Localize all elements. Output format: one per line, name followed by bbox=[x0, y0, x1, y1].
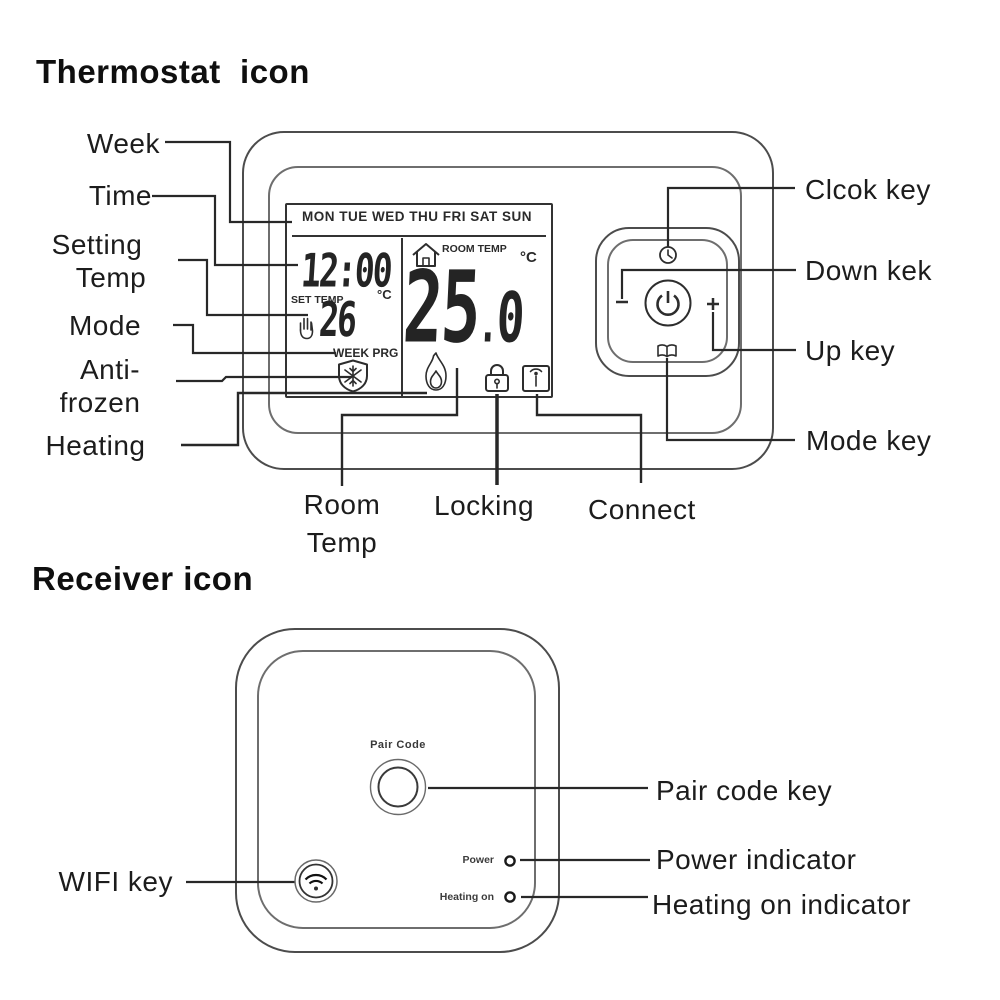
room-temp-integer: 25 bbox=[400, 250, 482, 366]
lcd-room-temp-unit: °C bbox=[520, 249, 537, 266]
label-setting-temp-line2: Temp bbox=[75, 262, 147, 293]
label-wifi-key: WIFI key bbox=[58, 866, 173, 897]
label-room-temp-line2: Temp bbox=[306, 527, 378, 558]
label-locking: Locking bbox=[434, 490, 535, 521]
lcd-set-label-line2: TEMP bbox=[314, 294, 344, 306]
label-anti-frozen-line2: frozen bbox=[59, 387, 141, 418]
label-down-key: Down kek bbox=[805, 255, 932, 286]
lcd-week-program-label: WEEK PRG bbox=[333, 346, 399, 360]
label-setting-temp: Setting Temp bbox=[38, 228, 156, 294]
receiver-pair-code-label: Pair Code bbox=[370, 739, 426, 751]
label-anti-frozen: Anti- frozen bbox=[45, 353, 155, 419]
label-week: Week bbox=[86, 128, 160, 159]
lcd-room-temp-value: 25.0 bbox=[401, 250, 526, 366]
receiver-body-outline bbox=[235, 628, 560, 953]
keypad-inner-outline bbox=[607, 239, 728, 363]
lcd-set-label-line1: SET bbox=[291, 294, 312, 306]
label-setting-temp-line1: Setting bbox=[51, 229, 143, 260]
lcd-room-label-line2: TEMP bbox=[477, 243, 507, 255]
label-mode: Mode bbox=[68, 310, 142, 341]
label-mode-key: Mode key bbox=[806, 425, 932, 456]
label-power-indicator: Power indicator bbox=[656, 844, 857, 875]
label-anti-frozen-line1: Anti- bbox=[79, 354, 141, 385]
room-temp-decimal: 0 bbox=[494, 277, 525, 358]
receiver-face-outline bbox=[257, 650, 536, 929]
label-room-temp: Room Temp bbox=[296, 486, 388, 562]
lcd-room-temp-label: ROOM TEMP bbox=[442, 243, 507, 256]
receiver-power-label: Power bbox=[462, 854, 494, 866]
receiver-heating-label: Heating on bbox=[439, 891, 494, 903]
label-pair-code-key: Pair code key bbox=[656, 775, 833, 806]
label-heating: Heating bbox=[45, 430, 146, 461]
label-room-temp-line1: Room bbox=[303, 489, 381, 520]
lcd-room-label-line1: ROOM bbox=[442, 243, 475, 255]
lcd-set-temp-unit: °C bbox=[377, 287, 392, 302]
label-heating-on-indicator: Heating on indicator bbox=[652, 889, 912, 920]
lcd-set-temp-value: 26 bbox=[317, 291, 357, 348]
lcd-weekdays: MON TUE WED THU FRI SAT SUN bbox=[302, 209, 532, 224]
thermostat-section-title: Thermostat icon bbox=[36, 53, 310, 90]
receiver-section-title: Receiver icon bbox=[32, 560, 254, 597]
label-time: Time bbox=[88, 180, 152, 211]
label-connect: Connect bbox=[588, 494, 696, 525]
label-up-key: Up key bbox=[805, 335, 896, 366]
label-clock-key: Clcok key bbox=[805, 174, 931, 205]
